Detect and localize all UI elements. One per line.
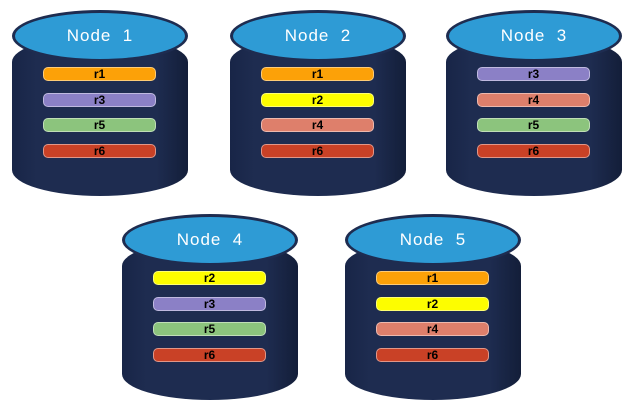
node-title: Node 1 bbox=[66, 26, 134, 45]
replica-bar: r6 bbox=[261, 144, 374, 159]
replica-bar: r6 bbox=[153, 348, 266, 363]
replica-bar: r3 bbox=[477, 67, 590, 81]
replica-label: r5 bbox=[527, 118, 540, 133]
replica-label: r6 bbox=[527, 144, 540, 159]
cylinder-top-ellipse: Node 4 bbox=[122, 214, 298, 266]
node-cylinder: Node 2 r1 r2 r4 r6 bbox=[230, 10, 406, 196]
replica-bar: r3 bbox=[43, 92, 156, 107]
replica-label: r5 bbox=[203, 322, 216, 337]
replica-stack: r1 r2 r4 r6 bbox=[230, 10, 406, 196]
replica-label: r5 bbox=[93, 118, 106, 133]
replica-stack: r1 r3 r5 r6 bbox=[12, 10, 188, 196]
replica-label: r4 bbox=[527, 92, 540, 107]
replica-bar: r4 bbox=[376, 322, 489, 337]
replica-label: r2 bbox=[203, 271, 216, 285]
replica-label: r1 bbox=[311, 67, 324, 81]
replica-bar: r4 bbox=[261, 118, 374, 133]
cylinder-top-ellipse: Node 5 bbox=[345, 214, 521, 266]
cylinder-top-ellipse: Node 1 bbox=[12, 10, 188, 62]
replica-bar: r1 bbox=[376, 271, 489, 285]
replica-label: r6 bbox=[93, 144, 106, 159]
node-cylinder: Node 5 r1 r2 r4 r6 bbox=[345, 214, 521, 400]
cylinder-body bbox=[122, 240, 298, 400]
replica-bar: r1 bbox=[43, 67, 156, 81]
replica-stack: r3 r4 r5 r6 bbox=[446, 10, 622, 196]
replica-bar: r2 bbox=[153, 271, 266, 285]
cylinder-body bbox=[12, 36, 188, 196]
replica-label: r4 bbox=[426, 322, 439, 337]
replica-bar: r6 bbox=[43, 144, 156, 159]
replica-bar: r5 bbox=[153, 322, 266, 337]
node-cylinder: Node 1 r1 r3 r5 r6 bbox=[12, 10, 188, 196]
replica-stack: r2 r3 r5 r6 bbox=[122, 214, 298, 400]
replica-label: r3 bbox=[203, 296, 216, 311]
replica-label: r3 bbox=[93, 92, 106, 107]
replica-label: r4 bbox=[311, 118, 324, 133]
replica-label: r6 bbox=[311, 144, 324, 159]
replica-bar: r6 bbox=[477, 144, 590, 159]
cylinder-body bbox=[345, 240, 521, 400]
replica-label: r2 bbox=[426, 296, 439, 311]
cylinder-body bbox=[446, 36, 622, 196]
node-cylinder: Node 4 r2 r3 r5 r6 bbox=[122, 214, 298, 400]
replica-label: r1 bbox=[93, 67, 106, 81]
replica-label: r3 bbox=[527, 67, 540, 81]
node-title: Node 3 bbox=[500, 26, 568, 45]
cylinder-top-ellipse: Node 3 bbox=[446, 10, 622, 62]
cylinder-body bbox=[230, 36, 406, 196]
replica-label: r1 bbox=[426, 271, 439, 285]
replica-label: r6 bbox=[203, 348, 216, 363]
replica-bar: r5 bbox=[477, 118, 590, 133]
replica-label: r2 bbox=[311, 92, 324, 107]
cylinder-top-ellipse: Node 2 bbox=[230, 10, 406, 62]
replica-bar: r2 bbox=[376, 296, 489, 311]
node-cylinder: Node 3 r3 r4 r5 r6 bbox=[446, 10, 622, 196]
replica-bar: r6 bbox=[376, 348, 489, 363]
replica-bar: r2 bbox=[261, 92, 374, 107]
replica-bar: r5 bbox=[43, 118, 156, 133]
replica-bar: r4 bbox=[477, 92, 590, 107]
node-title: Node 2 bbox=[284, 26, 352, 45]
replica-label: r6 bbox=[426, 348, 439, 363]
replica-bar: r1 bbox=[261, 67, 374, 81]
replica-bar: r3 bbox=[153, 296, 266, 311]
node-title: Node 5 bbox=[399, 230, 467, 249]
replica-stack: r1 r2 r4 r6 bbox=[345, 214, 521, 400]
node-title: Node 4 bbox=[176, 230, 244, 249]
